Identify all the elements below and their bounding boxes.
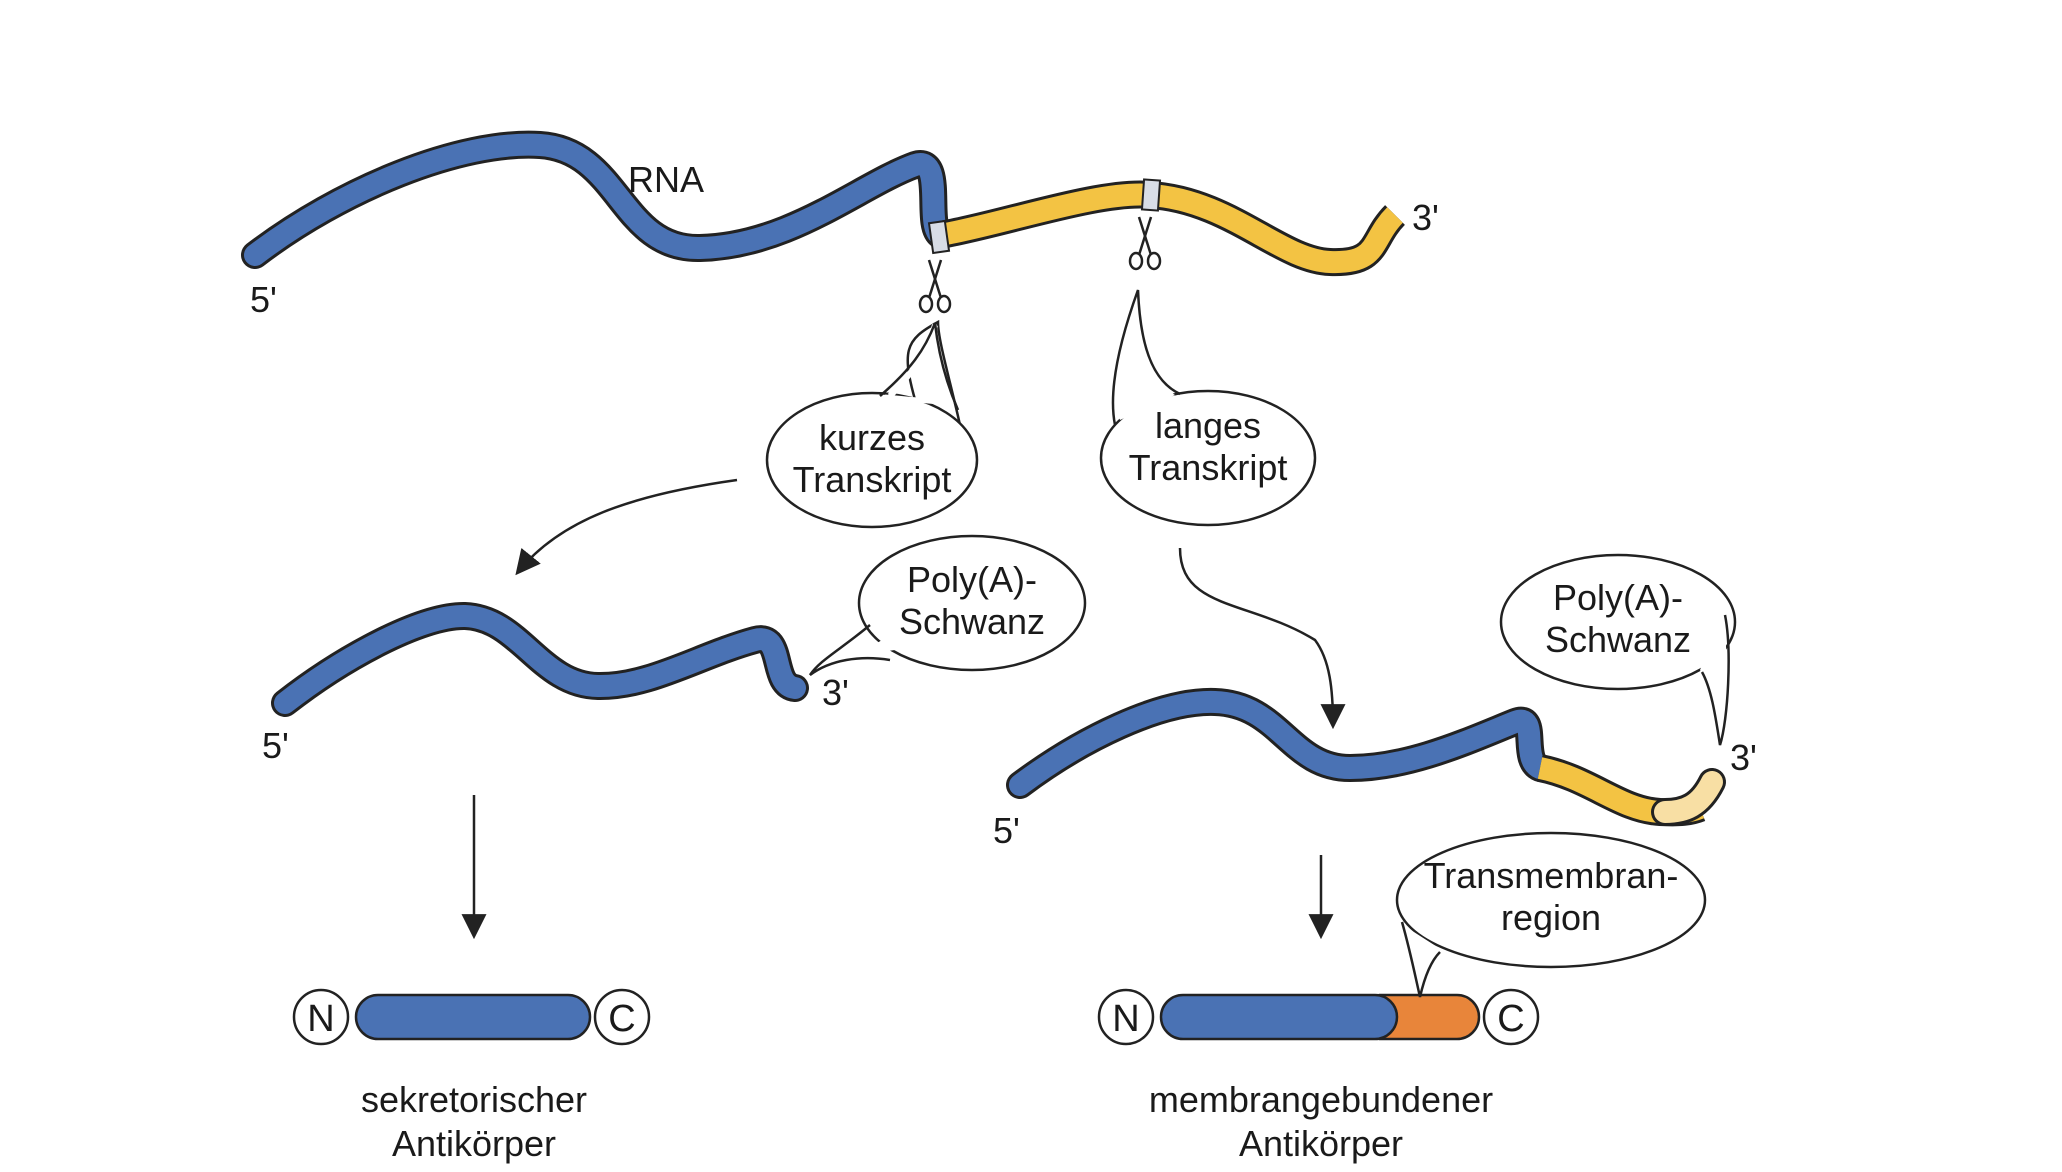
scissors-icon [1128, 216, 1162, 271]
short-transcript-line2: Transkript [793, 459, 952, 500]
polya-left-line2: Schwanz [899, 601, 1045, 642]
long-mrna-three-prime: 3' [1730, 737, 1757, 778]
short-mrna-three-prime: 3' [822, 672, 849, 713]
n-terminus-circle [1097, 988, 1155, 1046]
membrane-label-line2: Antikörper [1239, 1123, 1403, 1164]
primary-rna: RNA 5' 3' [241, 130, 1439, 320]
n-terminus-label: N [1112, 998, 1139, 1040]
polya-right-line1: Poly(A)- [1553, 577, 1683, 618]
membrane-label-line1: membrangebundener [1149, 1079, 1493, 1120]
callout-polya-right: Poly(A)- Schwanz [1499, 553, 1737, 746]
arrow-to-long-mrna [1178, 547, 1346, 730]
callout-polya-left: Poly(A)- Schwanz [808, 534, 1087, 677]
protein-chain-blue [1159, 993, 1399, 1041]
protein-chain-blue [354, 993, 592, 1041]
polya-left-line1: Poly(A)- [907, 559, 1037, 600]
rna-yellow-fill [938, 183, 1404, 274]
callout-transmembrane-region: Transmembran- region [1395, 831, 1707, 998]
rna-blue-fill [244, 133, 951, 266]
transmembrane-line1: Transmembran- [1424, 855, 1679, 896]
short-transcript-line1: kurzes [819, 417, 925, 458]
rna-label: RNA [628, 159, 704, 200]
polya-right-line2: Schwanz [1545, 619, 1691, 660]
callout-long-transcript: langes Transkript [1099, 289, 1317, 527]
scissors-icon [918, 259, 952, 314]
cleavage-site-long [1140, 178, 1162, 212]
protein-chain-orange [1378, 993, 1481, 1041]
secretory-antibody: N C sekretorischer Antikörper [292, 988, 651, 1164]
long-mrna-five-prime: 5' [993, 810, 1020, 851]
secretory-label-line2: Antikörper [392, 1123, 556, 1164]
c-terminus-label: C [608, 998, 635, 1040]
callout-short-transcript: kurzes Transkript [765, 319, 979, 529]
long-transcript-line2: Transkript [1129, 447, 1288, 488]
long-mrna: 5' 3' [993, 687, 1757, 851]
transmembrane-line2: region [1501, 897, 1601, 938]
rna-five-prime-label: 5' [250, 279, 277, 320]
c-terminus-label: C [1497, 998, 1524, 1040]
n-terminus-label: N [307, 998, 334, 1040]
c-terminus-circle [1482, 988, 1540, 1046]
arrow-to-short-mrna [515, 478, 738, 576]
c-terminus-circle [593, 988, 651, 1046]
n-terminus-circle [292, 988, 350, 1046]
membrane-antibody: N C membrangebundener Antikörper [1097, 988, 1540, 1164]
short-mrna: 5' 3' [262, 602, 849, 766]
long-transcript-line1: langes [1155, 405, 1261, 446]
secretory-label-line1: sekretorischer [361, 1079, 587, 1120]
short-mrna-five-prime: 5' [262, 725, 289, 766]
cleavage-site-short [927, 219, 951, 255]
rna-three-prime-label: 3' [1412, 197, 1439, 238]
